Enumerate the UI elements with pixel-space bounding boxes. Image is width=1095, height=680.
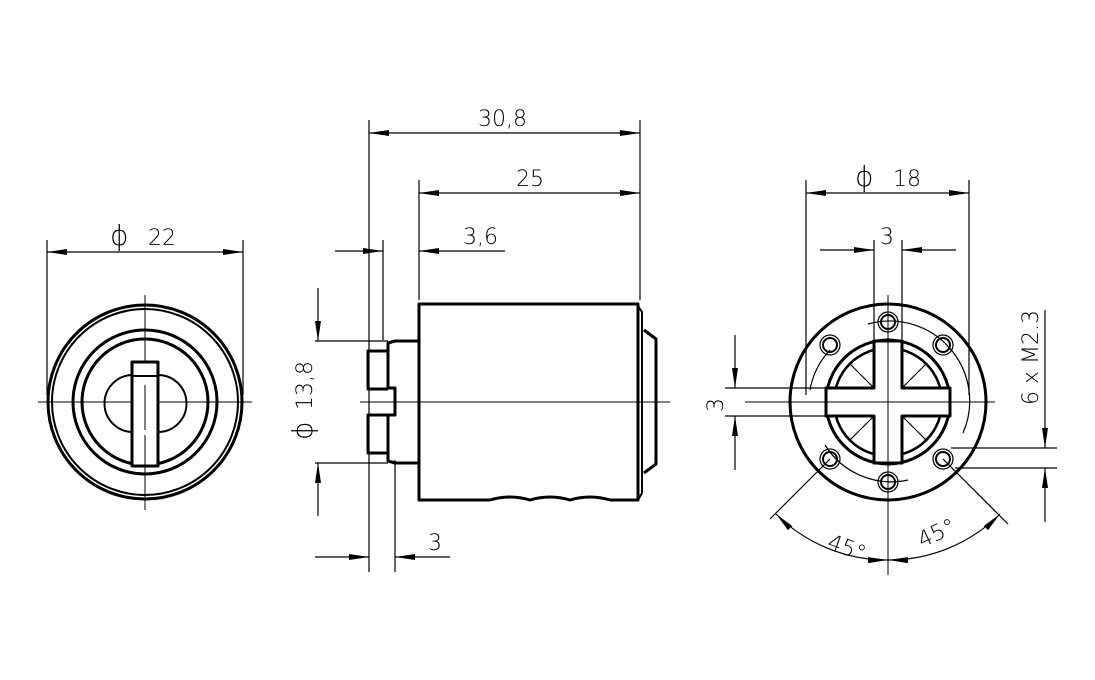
plug-diameter-label: 13,8	[293, 361, 318, 410]
side-view: 30,8 25 3,6 ϕ 13,8 3	[286, 107, 670, 572]
diameter-symbol: ϕ	[110, 219, 128, 252]
flange-label: 3,6	[463, 225, 498, 250]
slot-width-label: 3	[880, 225, 894, 250]
body-length-label: 25	[516, 167, 544, 192]
thread-label: 6 x M2.3	[1019, 310, 1044, 405]
front-diameter-label: 22	[148, 226, 176, 251]
slot-height-label: 3	[704, 398, 729, 412]
plug-diameter-symbol: ϕ	[286, 422, 319, 440]
rear-diameter-symbol: ϕ	[855, 160, 873, 193]
total-length-label: 30,8	[478, 107, 527, 132]
front-view: ϕ 22	[38, 219, 252, 510]
plug-length-label: 3	[428, 531, 442, 556]
mounting-holes	[819, 311, 954, 493]
angle-left-label: 45°	[824, 530, 869, 567]
rear-diameter-label: 18	[893, 167, 921, 192]
angle-right-label: 45°	[914, 514, 960, 553]
rear-view: ϕ 18 3 3 6 x M2.3 45° 45°	[704, 160, 1057, 575]
